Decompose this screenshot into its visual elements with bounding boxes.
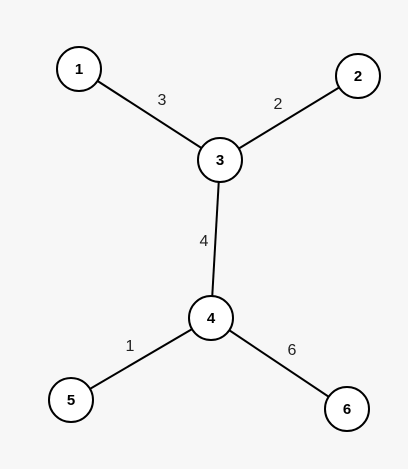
node-4-circle xyxy=(188,295,234,341)
node-6-label: 6 xyxy=(343,401,351,418)
node-5: 5 xyxy=(48,377,94,423)
edge-1-3 xyxy=(78,68,221,161)
node-3: 3 xyxy=(197,137,243,183)
edges xyxy=(70,68,359,410)
edge-weight-3-4: 4 xyxy=(200,233,209,250)
node-4-label: 4 xyxy=(207,310,216,327)
node-6-circle xyxy=(324,386,370,432)
node-5-label: 5 xyxy=(67,392,75,409)
node-1: 1 xyxy=(56,46,102,92)
node-2-circle xyxy=(335,53,381,99)
edge-4-5 xyxy=(70,317,212,401)
edge-weight-4-6: 6 xyxy=(288,342,297,359)
node-1-label: 1 xyxy=(75,61,83,78)
node-4: 4 xyxy=(188,295,234,341)
node-1-circle xyxy=(56,46,102,92)
node-3-circle xyxy=(197,137,243,183)
edge-weight-2-3: 2 xyxy=(274,96,283,113)
node-3-label: 3 xyxy=(216,152,224,169)
node-2: 2 xyxy=(335,53,381,99)
edge-weight-1-3: 3 xyxy=(158,92,167,109)
node-2-label: 2 xyxy=(354,68,362,85)
edge-4-6 xyxy=(210,317,348,410)
edge-3-4 xyxy=(210,159,221,319)
edge-2-3 xyxy=(219,75,359,161)
edge-weight-4-5: 1 xyxy=(126,338,135,355)
node-6: 6 xyxy=(324,386,370,432)
edge-weights: 3 2 4 1 6 xyxy=(126,92,297,359)
node-5-circle xyxy=(48,377,94,423)
